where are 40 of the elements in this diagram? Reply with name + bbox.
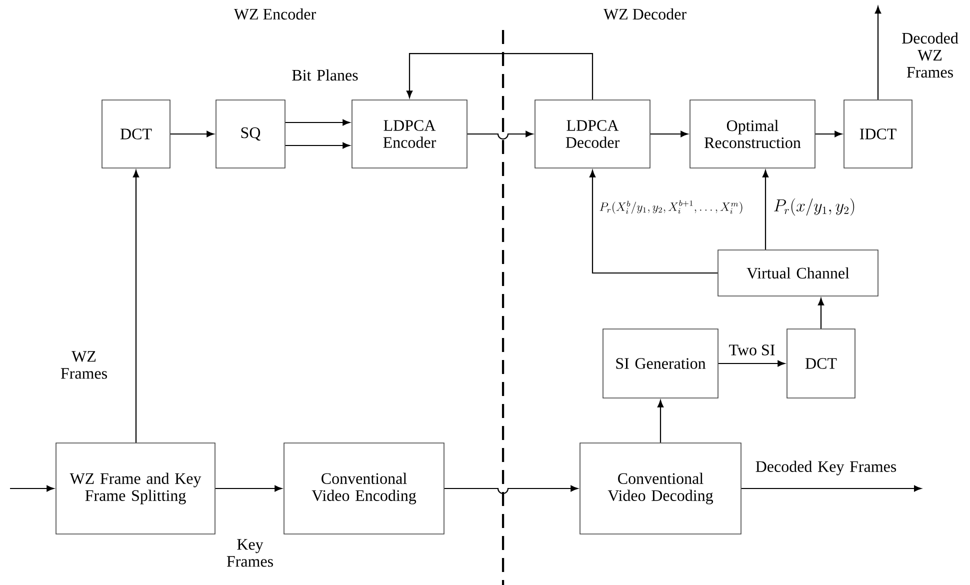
- process-box: Conventional Video Decoding: [580, 442, 742, 534]
- process-box: Optimal Reconstruction: [690, 100, 816, 168]
- process-box: Virtual Channel: [718, 250, 878, 296]
- edge-label: Two SI: [729, 344, 775, 356]
- arrow: [657, 400, 664, 443]
- arrow: [589, 170, 718, 274]
- arrow: [406, 53, 594, 100]
- arrow: [285, 142, 350, 149]
- edge-label: Key Frames: [226, 539, 273, 567]
- arrow: [818, 298, 824, 329]
- edge-label: $P_r(x / y_1, y_2)$: [774, 198, 854, 216]
- process-box: WZ Frame and Key Frame Splitting: [56, 442, 216, 534]
- arrow: [10, 485, 54, 492]
- process-box: LDPCA Decoder: [534, 100, 650, 168]
- arrow: [170, 130, 214, 138]
- edge-label: Decoded WZ Frames: [902, 32, 958, 78]
- edge-label: WZ Frames: [60, 351, 107, 379]
- process-box: DCT: [102, 100, 170, 168]
- arrow: [874, 6, 882, 100]
- edge-label: $P_r(X_i^b / y_1,y_2,X_i^{b+1},\ldots,X_i^m)$: [600, 200, 742, 214]
- arrow: [444, 485, 578, 494]
- arrow: [132, 170, 140, 443]
- section-heading: WZ Encoder: [234, 8, 316, 20]
- process-box: IDCT: [844, 100, 912, 168]
- arrow: [762, 170, 769, 250]
- arrow: [741, 485, 922, 492]
- edge-label: Bit Planes: [292, 69, 358, 81]
- arrow: [718, 360, 785, 367]
- section-heading: WZ Decoder: [604, 8, 686, 20]
- arrow: [650, 130, 688, 138]
- process-box: SQ: [216, 100, 286, 168]
- process-box: DCT: [786, 328, 856, 398]
- arrow: [285, 119, 350, 126]
- arrow: [467, 130, 533, 140]
- edge-label: Decoded Key Frames: [756, 460, 896, 476]
- process-box: Conventional Video Encoding: [284, 442, 444, 534]
- arrow: [815, 130, 842, 138]
- process-box: SI Generation: [602, 328, 718, 398]
- arrow: [215, 485, 282, 492]
- process-box: LDPCA Encoder: [352, 100, 468, 168]
